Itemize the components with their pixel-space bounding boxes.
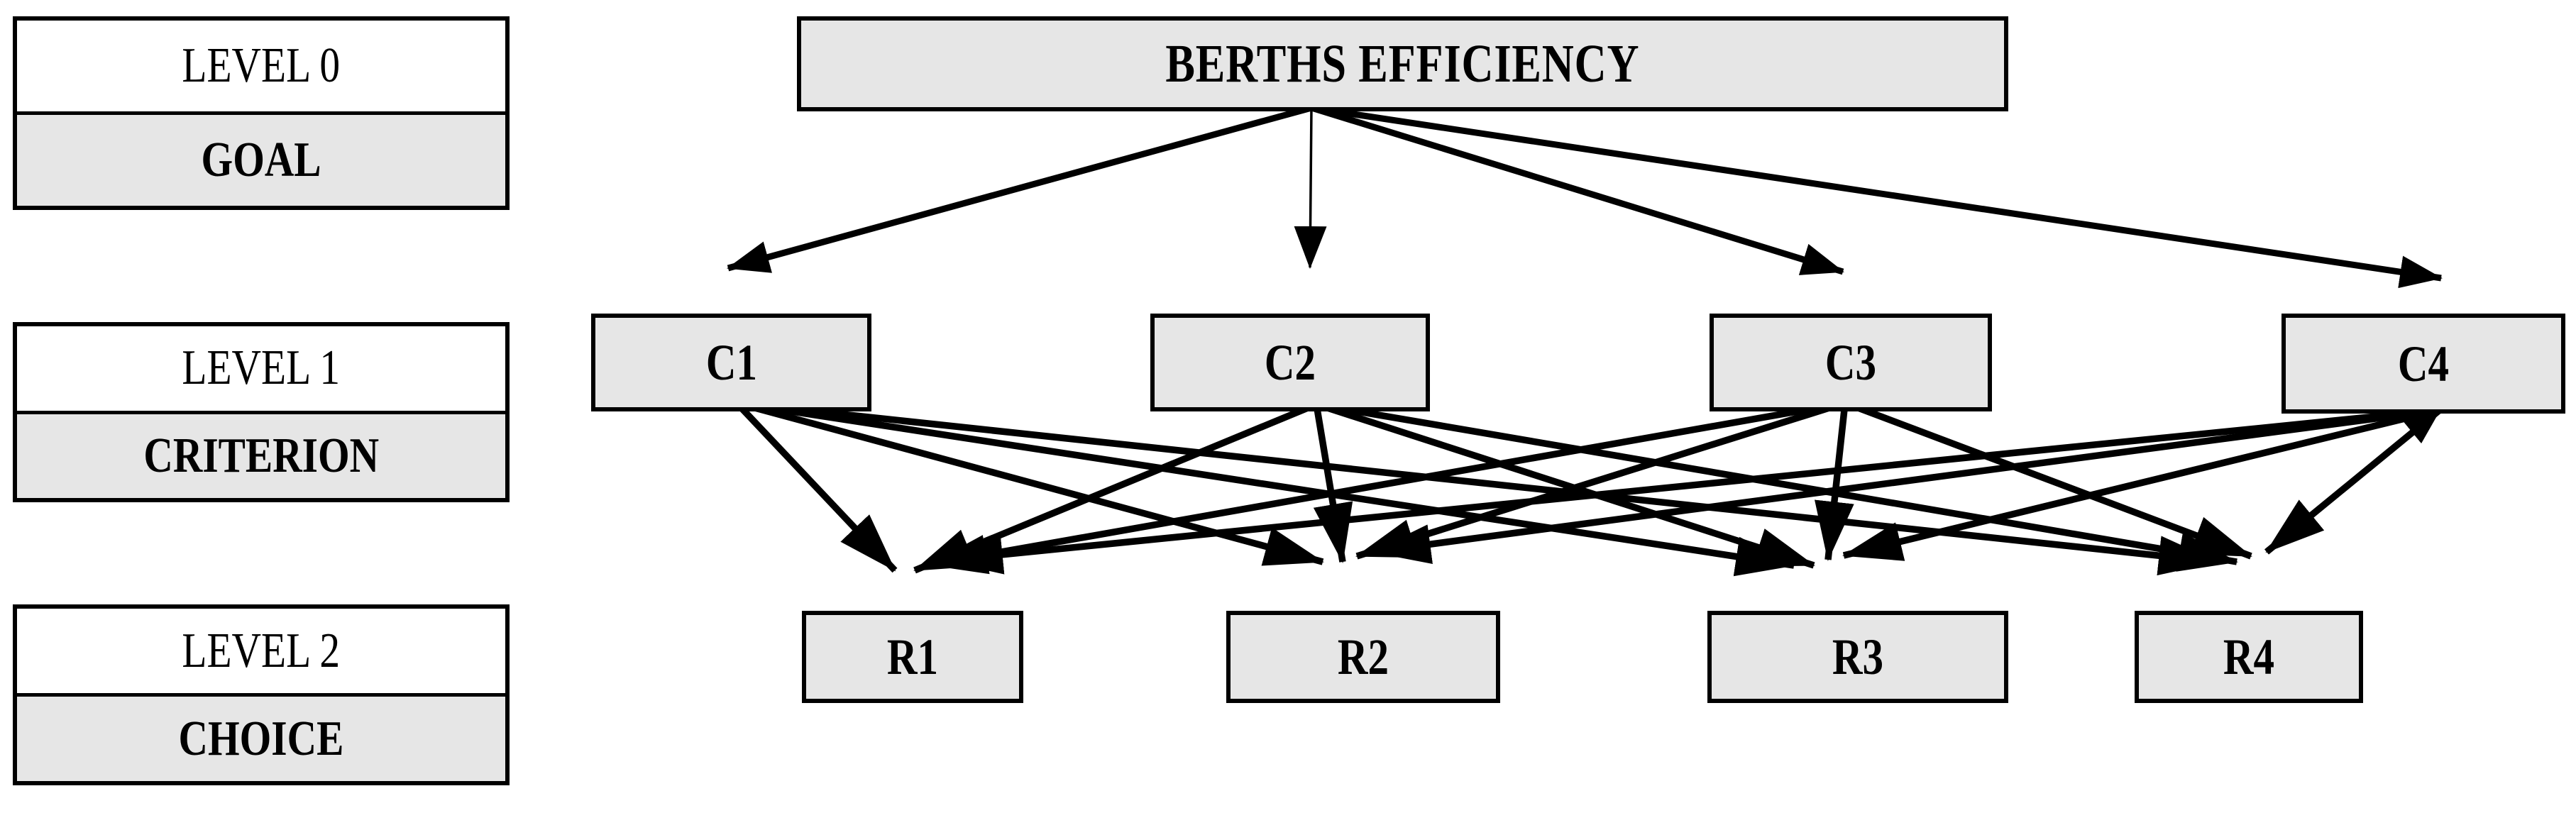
edge-line — [727, 104, 1313, 273]
goal-role-label: GOAL — [201, 133, 321, 187]
criterion-c4-label: C4 — [2397, 335, 2450, 392]
criterion-box-c3: C3 — [1710, 314, 1992, 411]
criterion-role-row: CRITERION — [17, 414, 505, 498]
edge-line — [943, 406, 2440, 575]
goal-box: BERTHS EFFICIENCY — [797, 16, 2008, 111]
choice-r3-label: R3 — [1832, 629, 1884, 685]
level-2-row: LEVEL 2 — [17, 609, 505, 697]
edge-line — [1371, 406, 2440, 564]
edge-line — [1315, 401, 1815, 569]
edge-line — [2264, 407, 2443, 555]
choice-box-r2: R2 — [1226, 611, 1500, 703]
criterion-box-c1: C1 — [591, 314, 871, 411]
criterion-role-label: CRITERION — [143, 428, 379, 483]
level-panel-2: LEVEL 2 CHOICE — [13, 604, 510, 785]
edge-line — [1311, 104, 2443, 289]
edge-line — [1313, 404, 1353, 563]
level-1-label: LEVEL 1 — [182, 341, 341, 396]
edge-line — [1310, 104, 1844, 275]
criterion-box-c2: C2 — [1150, 314, 1430, 411]
choice-role-row: CHOICE — [17, 697, 505, 781]
edge-line — [736, 399, 2218, 576]
criterion-box-c4: C4 — [2281, 314, 2565, 414]
edge-lines — [727, 104, 2443, 577]
criterion-c2-label: C2 — [1264, 334, 1316, 391]
goal-box-label: BERTHS EFFICIENCY — [1165, 34, 1640, 94]
criterion-c3-label: C3 — [1824, 334, 1877, 391]
goal-role-row: GOAL — [17, 115, 505, 206]
edge-line — [734, 400, 898, 573]
edge-line — [1316, 401, 2238, 572]
choice-r1-label: R1 — [886, 629, 939, 685]
edge-line — [736, 399, 1795, 577]
choice-r2-label: R2 — [1337, 629, 1389, 685]
choice-box-r3: R3 — [1707, 611, 2008, 703]
edge-line — [928, 399, 1846, 575]
choice-role-label: CHOICE — [178, 711, 344, 766]
choice-r4-label: R4 — [2223, 629, 2275, 685]
level-0-label: LEVEL 0 — [182, 38, 341, 93]
choice-box-r4: R4 — [2135, 611, 2363, 703]
level-2-label: LEVEL 2 — [182, 623, 341, 678]
level-1-row: LEVEL 1 — [17, 326, 505, 414]
choice-box-r1: R1 — [802, 611, 1023, 703]
edge-line — [1355, 399, 1846, 560]
criterion-c1-label: C1 — [705, 334, 757, 391]
edge-line — [1844, 399, 2252, 560]
edge-line — [1815, 402, 1854, 561]
level-0-row: LEVEL 0 — [17, 21, 505, 115]
level-panel-0: LEVEL 0 GOAL — [13, 16, 510, 210]
edge-line — [1294, 107, 1327, 269]
level-panel-1: LEVEL 1 CRITERION — [13, 322, 510, 502]
